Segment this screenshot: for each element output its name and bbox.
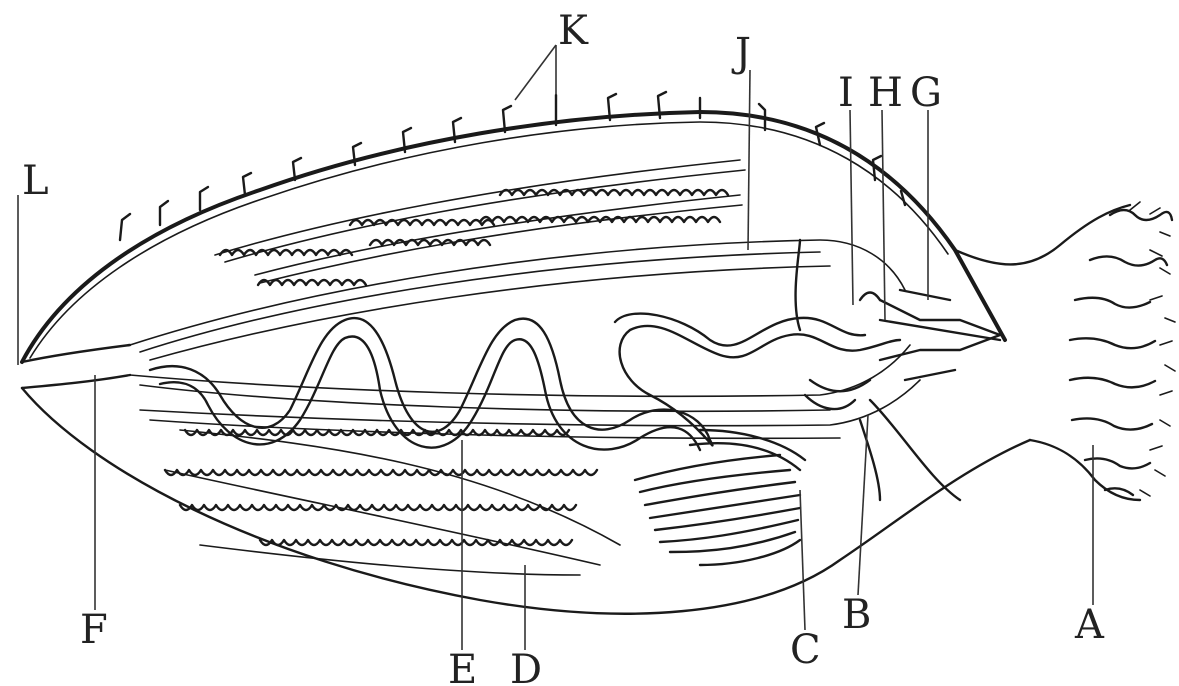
- longitudinal-muscles: [130, 240, 920, 438]
- label-j: J: [731, 30, 751, 76]
- gonad: [635, 430, 805, 565]
- tentacles: [955, 202, 1175, 500]
- labels: A B C D E F G H I J K L: [22, 8, 1105, 686]
- label-l: L: [22, 158, 49, 204]
- leader-line-c: [800, 490, 805, 630]
- label-b: B: [842, 592, 871, 638]
- label-f: F: [80, 607, 108, 653]
- label-i: I: [838, 70, 854, 116]
- label-a: A: [1074, 602, 1105, 648]
- leader-line-k1: [515, 45, 556, 100]
- label-e: E: [448, 647, 477, 686]
- lower-respiratory-tree: [165, 430, 620, 575]
- label-c: C: [790, 627, 821, 673]
- label-h: H: [868, 70, 903, 116]
- label-k: K: [558, 8, 589, 54]
- leader-line-i: [850, 110, 853, 305]
- digestive-tract: [150, 314, 900, 450]
- leader-lines: [18, 45, 1093, 650]
- label-g: G: [910, 70, 942, 116]
- label-d: D: [510, 647, 542, 686]
- leader-line-h: [882, 110, 885, 320]
- leader-line-b: [858, 415, 868, 595]
- leader-line-j: [748, 70, 750, 250]
